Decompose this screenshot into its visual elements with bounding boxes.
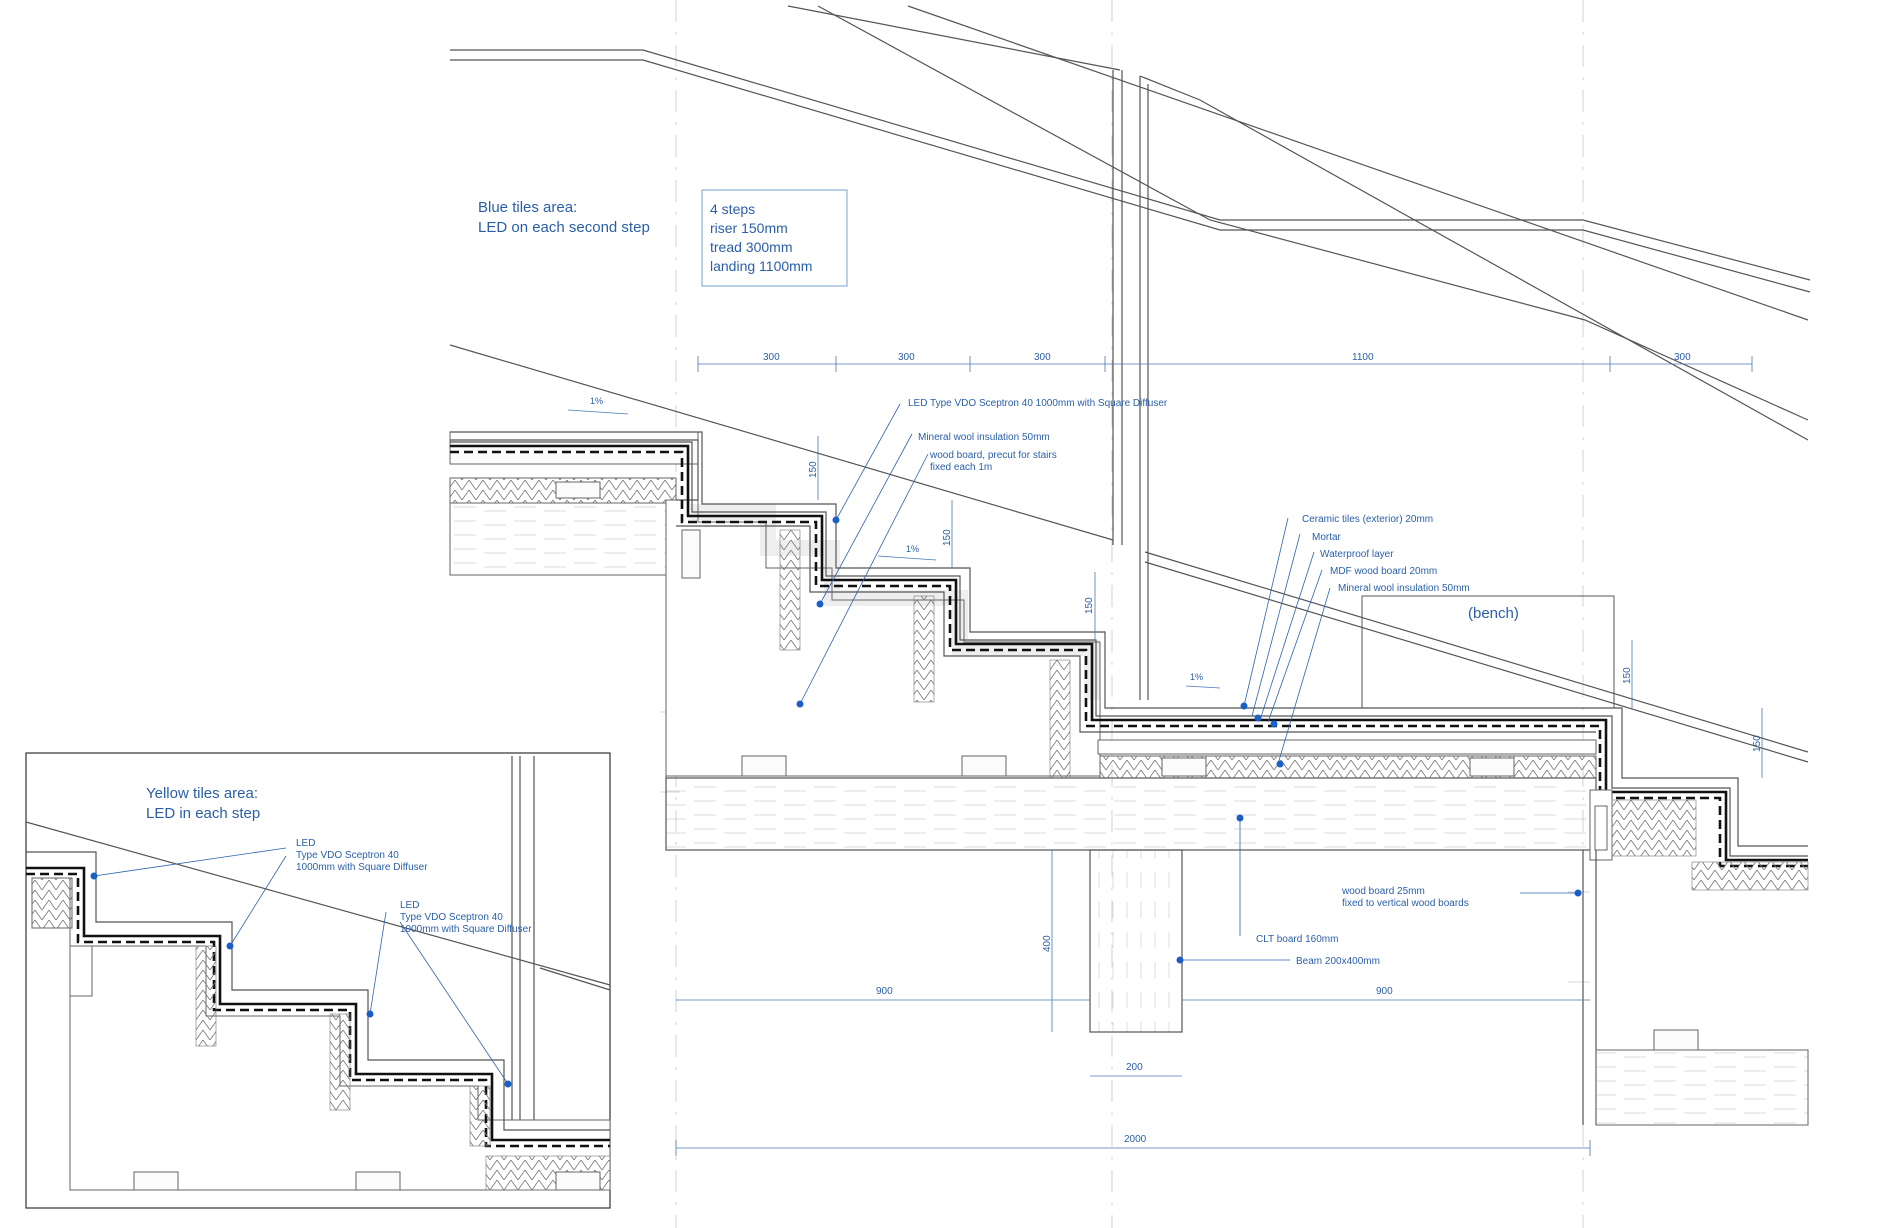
inset-led-label-2: LED <box>400 900 419 911</box>
bracket <box>555 481 601 499</box>
dimension-lines <box>567 356 1763 1156</box>
floor-structure <box>449 431 1809 1126</box>
label-led-type: LED Type VDO Sceptron 40 1000mm with Squ… <box>908 398 1168 409</box>
dim-riser-3: 150 <box>1084 597 1095 614</box>
label-wood-board-2: fixed each 1m <box>930 462 992 473</box>
label-wood-board-25-2: fixed to vertical wood boards <box>1342 898 1469 909</box>
dim-top-3: 300 <box>1034 352 1051 363</box>
inset-led-type-2: Type VDO Sceptron 40 <box>400 912 503 923</box>
step-info-riser: riser 150mm <box>710 220 788 236</box>
marker-dots <box>796 516 1582 964</box>
railing-lines <box>449 5 1811 763</box>
label-beam: Beam 200x400mm <box>1296 956 1380 967</box>
dim-right-span: 900 <box>1376 986 1393 997</box>
dim-top-2: 300 <box>898 352 915 363</box>
step-info-tread: tread 300mm <box>710 239 792 255</box>
blue-area-subtitle: LED on each second step <box>478 219 650 236</box>
step-info-landing: landing 1100mm <box>710 258 812 274</box>
dim-left-span: 900 <box>876 986 893 997</box>
slope-label-1: 1% <box>590 396 603 406</box>
step-info-count: 4 steps <box>710 201 755 217</box>
dim-beam-width: 200 <box>1126 1062 1143 1073</box>
dim-riser-4: 150 <box>1622 667 1633 684</box>
leader-lines <box>799 403 1578 961</box>
dim-beam-height: 400 <box>1042 935 1053 952</box>
dim-riser-2: 150 <box>942 529 953 546</box>
inset-led-size-1: 1000mm with Square Diffuser <box>296 862 428 873</box>
inset-led-type-1: Type VDO Sceptron 40 <box>296 850 399 861</box>
dim-top-1: 300 <box>763 352 780 363</box>
label-mortar: Mortar <box>1312 532 1342 543</box>
blue-area-title: Blue tiles area: <box>478 199 577 216</box>
label-wood-board-25-1: wood board 25mm <box>1341 886 1425 897</box>
dim-riser-1: 150 <box>808 461 819 478</box>
step-info-box <box>701 189 848 287</box>
slope-label-3: 1% <box>1190 672 1203 682</box>
label-mdf: MDF wood board 20mm <box>1330 566 1437 577</box>
label-mineral-wool: Mineral wool insulation 50mm <box>1338 583 1470 594</box>
inset-led-size-2: 1000mm with Square Diffuser <box>400 924 532 935</box>
dim-top-4: 1100 <box>1352 352 1374 363</box>
label-ceramic-tiles: Ceramic tiles (exterior) 20mm <box>1302 514 1433 525</box>
dim-riser-5: 150 <box>1752 735 1763 752</box>
dim-top-5: 300 <box>1674 352 1691 363</box>
dim-total: 2000 <box>1124 1134 1147 1145</box>
label-clt: CLT board 160mm <box>1256 934 1338 945</box>
label-wood-board-1: wood board, precut for stairs <box>929 450 1057 461</box>
inset-detail <box>25 752 611 1209</box>
inset-subtitle: LED in each step <box>146 805 260 822</box>
label-mineral-wool-top: Mineral wool insulation 50mm <box>918 432 1050 443</box>
label-waterproof: Waterproof layer <box>1320 549 1394 560</box>
bench-label: (bench) <box>1468 605 1519 622</box>
inset-title: Yellow tiles area: <box>146 785 258 802</box>
slope-label-2: 1% <box>906 544 919 554</box>
inset-led-label-1: LED <box>296 838 315 849</box>
